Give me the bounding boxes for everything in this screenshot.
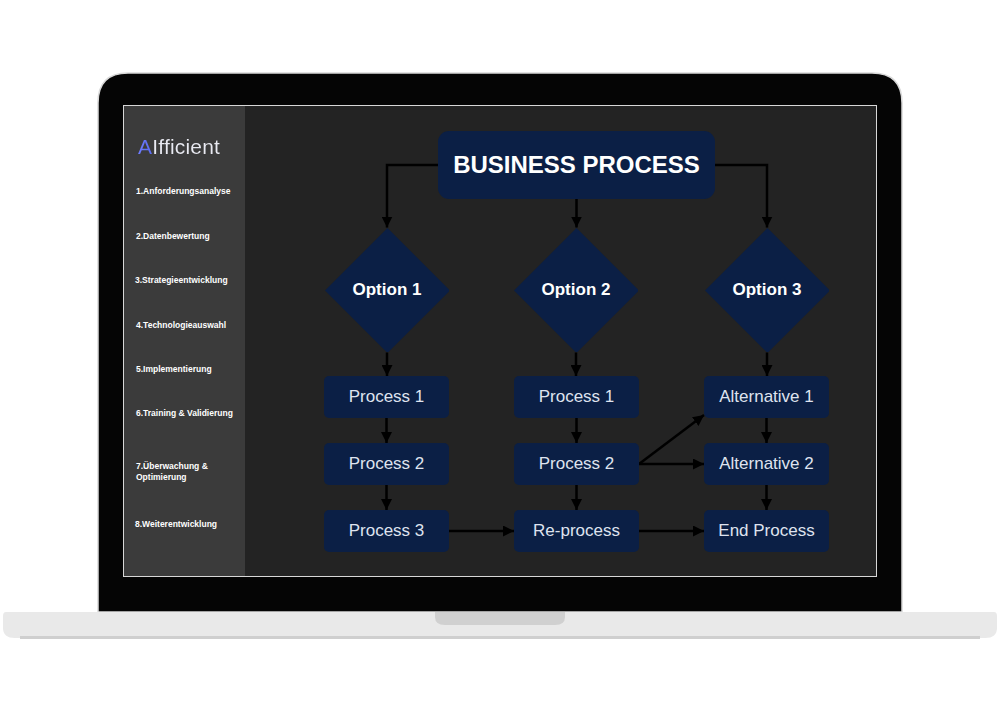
node-text: Process 1 — [349, 387, 425, 407]
node-text: Process 2 — [349, 454, 425, 474]
flow-arrow — [765, 418, 768, 443]
sidebar-step: 6.Training & Validierung — [136, 408, 233, 419]
process-box: Process 1 — [324, 376, 449, 418]
flow-arrow — [575, 485, 578, 510]
node-text: Option 1 — [353, 280, 422, 300]
base-shadow — [20, 636, 980, 639]
brand-logo: AIfficient — [138, 135, 220, 159]
node-text: Alternative 1 — [719, 387, 814, 407]
flow-arrow — [575, 199, 578, 228]
decision-diamond: Option 3 — [705, 228, 830, 353]
node-text: Process 1 — [539, 387, 615, 407]
node-text: Process 2 — [539, 454, 615, 474]
screen-border — [124, 106, 877, 577]
sidebar-step: 2.Datenbewertung — [136, 231, 210, 242]
flow-arrow — [765, 485, 768, 510]
flow-arrow — [385, 418, 388, 443]
screen-background — [123, 105, 877, 577]
node-text: BUSINESS PROCESS — [453, 151, 700, 179]
node-text: Re-process — [533, 521, 620, 541]
decision-diamond: Option 2 — [514, 228, 639, 353]
sidebar-step: 5.Implementierung — [136, 364, 212, 375]
node-text: Option 2 — [542, 280, 611, 300]
process-box: Alternative 2 — [704, 443, 829, 485]
process-box: Process 2 — [324, 443, 449, 485]
process-box: Process 1 — [514, 376, 639, 418]
sidebar-step: 8.Weiterentwicklung — [135, 519, 217, 530]
process-box: End Process — [704, 510, 829, 552]
flow-arrow — [639, 530, 704, 533]
sidebar-step: 4.Technologieauswahl — [136, 320, 226, 331]
node-text: Option 3 — [733, 280, 802, 300]
flow-arrow — [715, 165, 767, 228]
lid-notch — [435, 612, 565, 625]
process-box: Process 3 — [324, 510, 449, 552]
process-box: Process 2 — [514, 443, 639, 485]
sidebar-panel — [123, 105, 245, 577]
laptop-base — [3, 612, 997, 638]
node-text: End Process — [718, 521, 814, 541]
process-box: Alternative 1 — [704, 376, 829, 418]
flow-arrow — [449, 530, 514, 533]
decision-diamond: Option 1 — [325, 228, 450, 353]
flow-arrow — [387, 165, 438, 228]
process-box: Re-process — [514, 510, 639, 552]
flow-arrow — [385, 485, 388, 510]
flow-arrow — [766, 353, 769, 377]
flow-arrow — [639, 463, 704, 466]
flow-arrow — [639, 415, 704, 464]
laptop-lid — [98, 73, 902, 612]
node-text: Process 3 — [349, 521, 425, 541]
node-text: Alternative 2 — [719, 454, 814, 474]
sidebar-step: 3.Strategieentwicklung — [135, 275, 228, 286]
flow-arrow — [386, 353, 389, 377]
flow-arrow — [575, 353, 578, 377]
sidebar-step: 7.Überwachung & Optimierung — [136, 461, 228, 482]
sidebar-step: 1.Anforderungsanalyse — [136, 186, 230, 197]
start-box: BUSINESS PROCESS — [438, 131, 715, 199]
flow-arrow — [575, 418, 578, 443]
